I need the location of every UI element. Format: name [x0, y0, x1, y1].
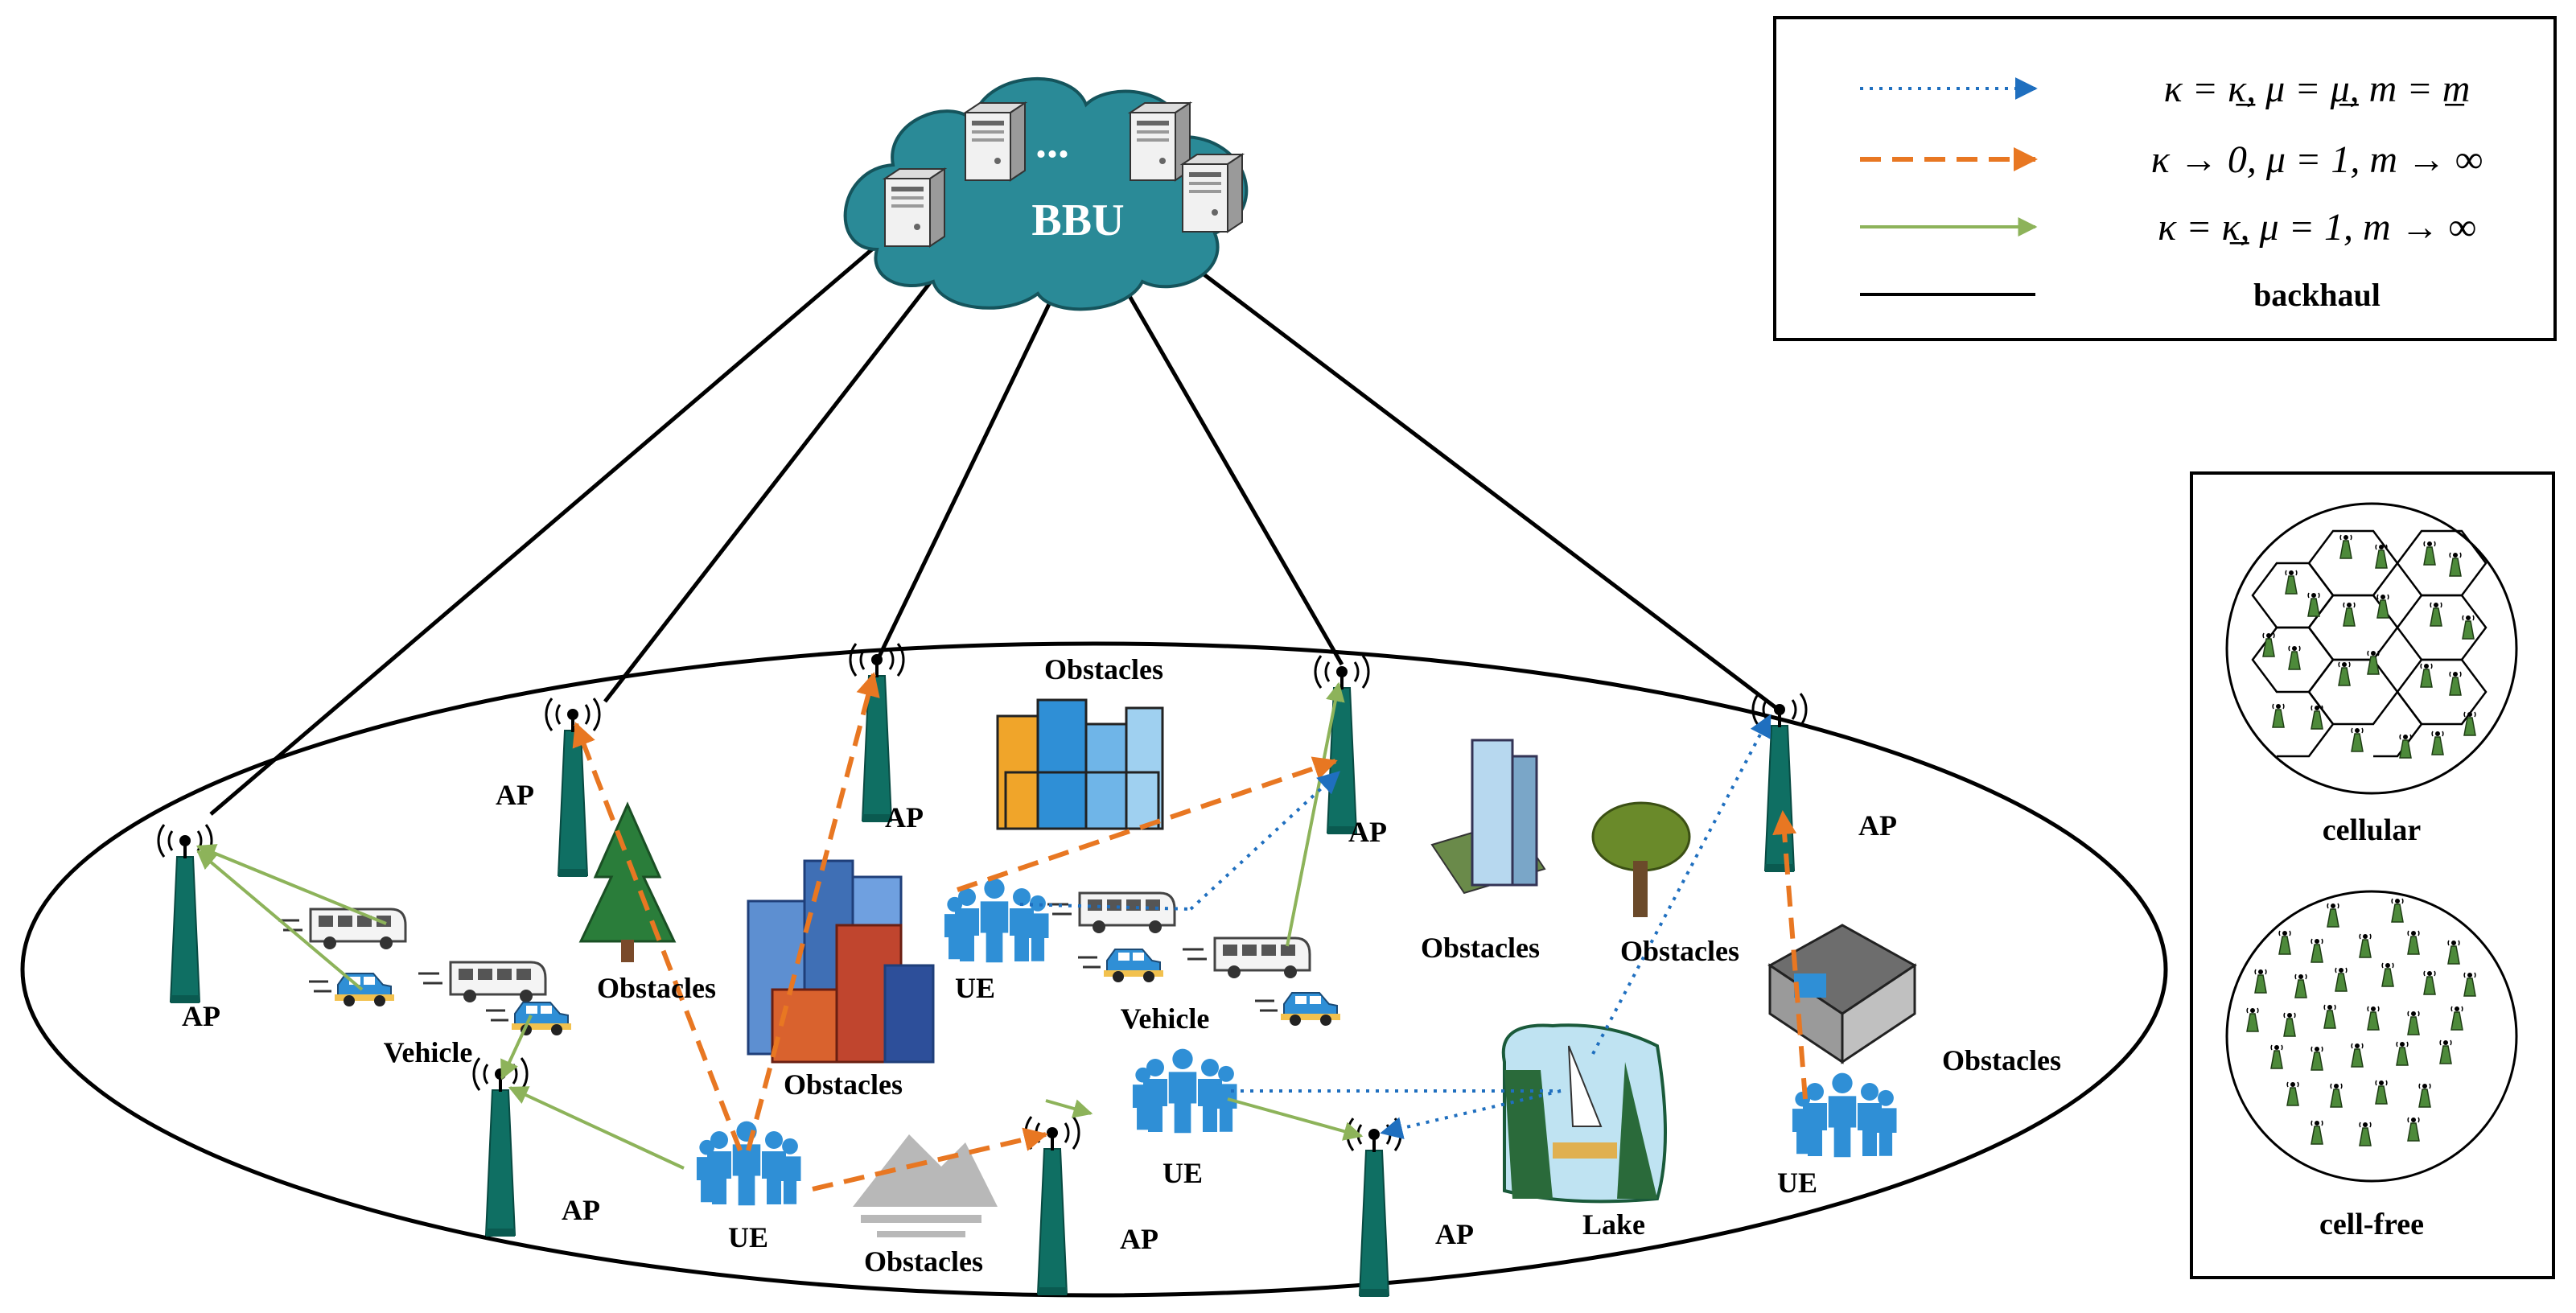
blue-link — [1380, 1089, 1562, 1139]
obstacles-label: Obstacles — [1620, 935, 1739, 967]
backhaul-link — [1178, 254, 1778, 710]
legend-entry: κ = κ̲, μ = 1, m → ∞ — [2158, 206, 2476, 249]
ap-tower-icon — [156, 823, 214, 1005]
ap-label: AP — [1120, 1223, 1158, 1255]
green-link — [1045, 1099, 1093, 1118]
bbu-cloud: ... BBU — [843, 76, 1249, 311]
ap-label: AP — [1435, 1218, 1474, 1250]
backhaul-link — [603, 269, 941, 703]
ue-label: UE — [955, 972, 995, 1004]
backhaul-link — [1127, 294, 1344, 666]
green-link — [1286, 681, 1345, 947]
cellfree-diagram — [2225, 890, 2518, 1183]
ap-label: AP — [496, 779, 534, 811]
bus-icon — [417, 961, 547, 1004]
legend-box — [1773, 16, 2557, 341]
warehouse-icon — [1767, 924, 1917, 1064]
ue-label: UE — [1162, 1157, 1203, 1189]
green-links — [195, 681, 1364, 1170]
bbu-label: BBU — [1031, 196, 1124, 245]
backhaul-links — [209, 228, 1778, 816]
bus-icon — [1181, 936, 1311, 980]
ap-label: AP — [562, 1194, 600, 1226]
car-icon — [1253, 991, 1342, 1027]
oak-tree-icon — [1591, 801, 1691, 917]
obstacles-label: Obstacles — [1421, 932, 1540, 964]
obstacles-label: Obstacles — [784, 1068, 903, 1101]
green-link — [500, 1015, 533, 1080]
green-link — [1227, 1097, 1364, 1141]
orange-link — [1772, 810, 1808, 1100]
ap-tower-icon — [1313, 654, 1371, 836]
obstacles-label: Obstacles — [864, 1245, 983, 1278]
ap-label: AP — [182, 1000, 220, 1032]
ap-tower-icon — [471, 1056, 529, 1238]
vehicle-label: Vehicle — [384, 1036, 473, 1068]
obstacles-label: Obstacles — [1942, 1044, 2061, 1076]
blue-link — [1591, 714, 1772, 1055]
glass-tower-icon — [1430, 739, 1546, 895]
legend-entry: κ → 0, μ = 1, m → ∞ — [2151, 138, 2483, 181]
lake-icon — [1501, 1023, 1667, 1204]
mountain-icon — [853, 1134, 998, 1237]
ue-label: UE — [728, 1221, 768, 1253]
coverage-ellipse — [20, 641, 2168, 1298]
orange-link — [812, 1127, 1048, 1192]
cellular-label: cellular — [2323, 813, 2422, 847]
green-link — [195, 844, 387, 925]
orange-link — [572, 722, 743, 1152]
city-skyline-icon — [996, 698, 1164, 830]
green-link — [508, 1086, 685, 1170]
ap-tower-icon — [1023, 1115, 1081, 1297]
backhaul-link — [209, 228, 896, 816]
ap-label: AP — [885, 801, 924, 833]
cellular-diagram — [2225, 502, 2518, 795]
orange-link — [957, 756, 1338, 892]
tree-icon — [578, 801, 677, 962]
blue-links — [1019, 714, 1772, 1139]
legend: κ = κ̲, μ = μ̲, m = m̲ κ → 0, μ = 1, m →… — [1773, 16, 2557, 341]
ue-label: UE — [1777, 1167, 1817, 1199]
bbu-dots: ... — [1035, 117, 1069, 167]
ue-group-icon — [1133, 1049, 1237, 1134]
bus-icon — [277, 908, 407, 951]
car-icon — [307, 972, 396, 1008]
legend-entry: κ = κ̲, μ = μ̲, m = m̲ — [2164, 68, 2471, 110]
bus-icon — [1046, 891, 1176, 935]
orange-link — [746, 672, 880, 1151]
ap-tower-icon — [544, 697, 602, 879]
ap-label: AP — [1348, 816, 1387, 848]
ue-group-icon — [1792, 1073, 1897, 1158]
obstacles-label: Obstacles — [597, 972, 716, 1004]
lake-label: Lake — [1582, 1208, 1645, 1241]
ap-label: AP — [1858, 809, 1897, 842]
car-icon — [1076, 948, 1165, 984]
vehicle-label: Vehicle — [1121, 1002, 1210, 1035]
ue-group-icon — [697, 1122, 801, 1206]
orange-links — [572, 672, 1808, 1192]
inset-panel: cellular cell-f — [2190, 471, 2555, 1279]
ap-tower-icon — [1345, 1117, 1403, 1299]
legend-entry: backhaul — [2253, 277, 2381, 313]
city-buildings-icon — [747, 859, 935, 1064]
ap-tower-icon — [1751, 692, 1809, 874]
obstacles-label: Obstacles — [1044, 653, 1163, 685]
backhaul-link — [874, 303, 1051, 663]
green-link — [196, 850, 364, 991]
scene-labels: AP AP AP AP AP AP AP AP UE UE UE UE Vehi… — [182, 653, 2061, 1278]
cellfree-label: cell-free — [2319, 1208, 2424, 1241]
